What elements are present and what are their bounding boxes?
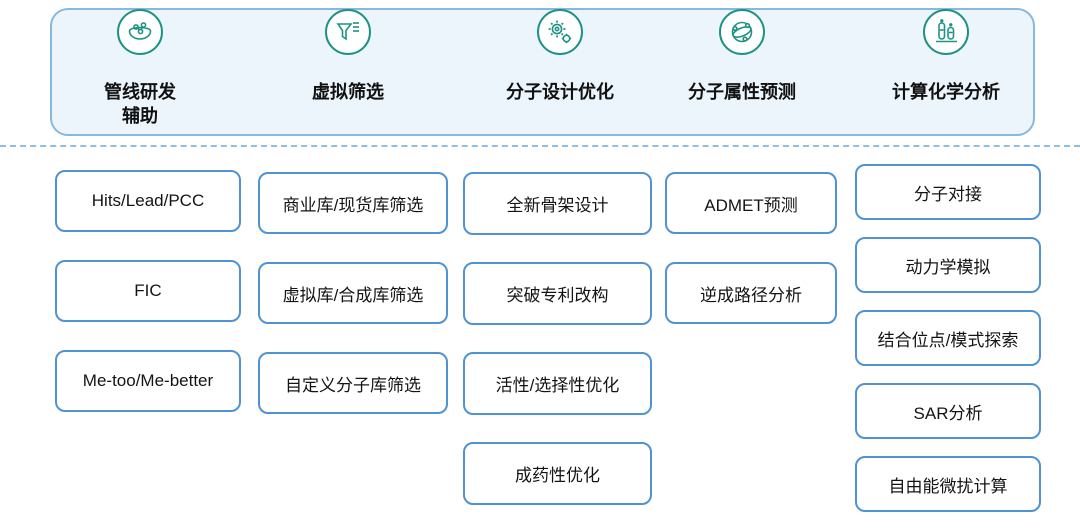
column-property-prediction: ADMET预测 逆成路径分析 [665, 172, 837, 324]
category-pipeline-rnd: 管线研发 辅助 [70, 9, 210, 129]
column-virtual-screening: 商业库/现货库筛选 虚拟库/合成库筛选 自定义分子库筛选 [258, 172, 448, 414]
feature-box: 自定义分子库筛选 [258, 352, 448, 414]
column-computational-chemistry: 分子对接 动力学模拟 结合位点/模式探索 SAR分析 自由能微扰计算 [855, 164, 1041, 512]
feature-box: 动力学模拟 [855, 237, 1041, 293]
category-label: 分子设计优化 [506, 82, 614, 102]
divider-dashed-line [0, 145, 1080, 147]
feature-box: 结合位点/模式探索 [855, 310, 1041, 366]
feature-box: 自由能微扰计算 [855, 456, 1041, 512]
feature-box: 活性/选择性优化 [463, 352, 652, 415]
feature-box: ADMET预测 [665, 172, 837, 234]
category-property-prediction: 分子属性预测 [662, 9, 822, 104]
feature-box: 突破专利改构 [463, 262, 652, 325]
test-tubes-icon [923, 9, 969, 55]
category-label: 计算化学分析 [892, 82, 1000, 102]
feature-box: 分子对接 [855, 164, 1041, 220]
category-virtual-screening: 虚拟筛选 [278, 9, 418, 104]
feature-box: FIC [55, 260, 241, 322]
category-label: 分子属性预测 [688, 82, 796, 102]
column-pipeline-rnd: Hits/Lead/PCC FIC Me-too/Me-better [55, 170, 241, 412]
feature-box: 逆成路径分析 [665, 262, 837, 324]
network-globe-icon [719, 9, 765, 55]
feature-box: 虚拟库/合成库筛选 [258, 262, 448, 324]
column-molecular-design: 全新骨架设计 突破专利改构 活性/选择性优化 成药性优化 [463, 172, 652, 505]
feature-box: 成药性优化 [463, 442, 652, 505]
funnel-icon [325, 9, 371, 55]
category-molecular-design: 分子设计优化 [480, 9, 640, 104]
feature-box: Me-too/Me-better [55, 350, 241, 412]
category-computational-chemistry: 计算化学分析 [866, 9, 1026, 104]
category-label: 虚拟筛选 [312, 82, 384, 102]
feature-box: Hits/Lead/PCC [55, 170, 241, 232]
category-label: 管线研发 辅助 [104, 82, 176, 127]
feature-box: 全新骨架设计 [463, 172, 652, 235]
gears-icon [537, 9, 583, 55]
dish-molecules-icon [117, 9, 163, 55]
feature-box: 商业库/现货库筛选 [258, 172, 448, 234]
feature-box: SAR分析 [855, 383, 1041, 439]
